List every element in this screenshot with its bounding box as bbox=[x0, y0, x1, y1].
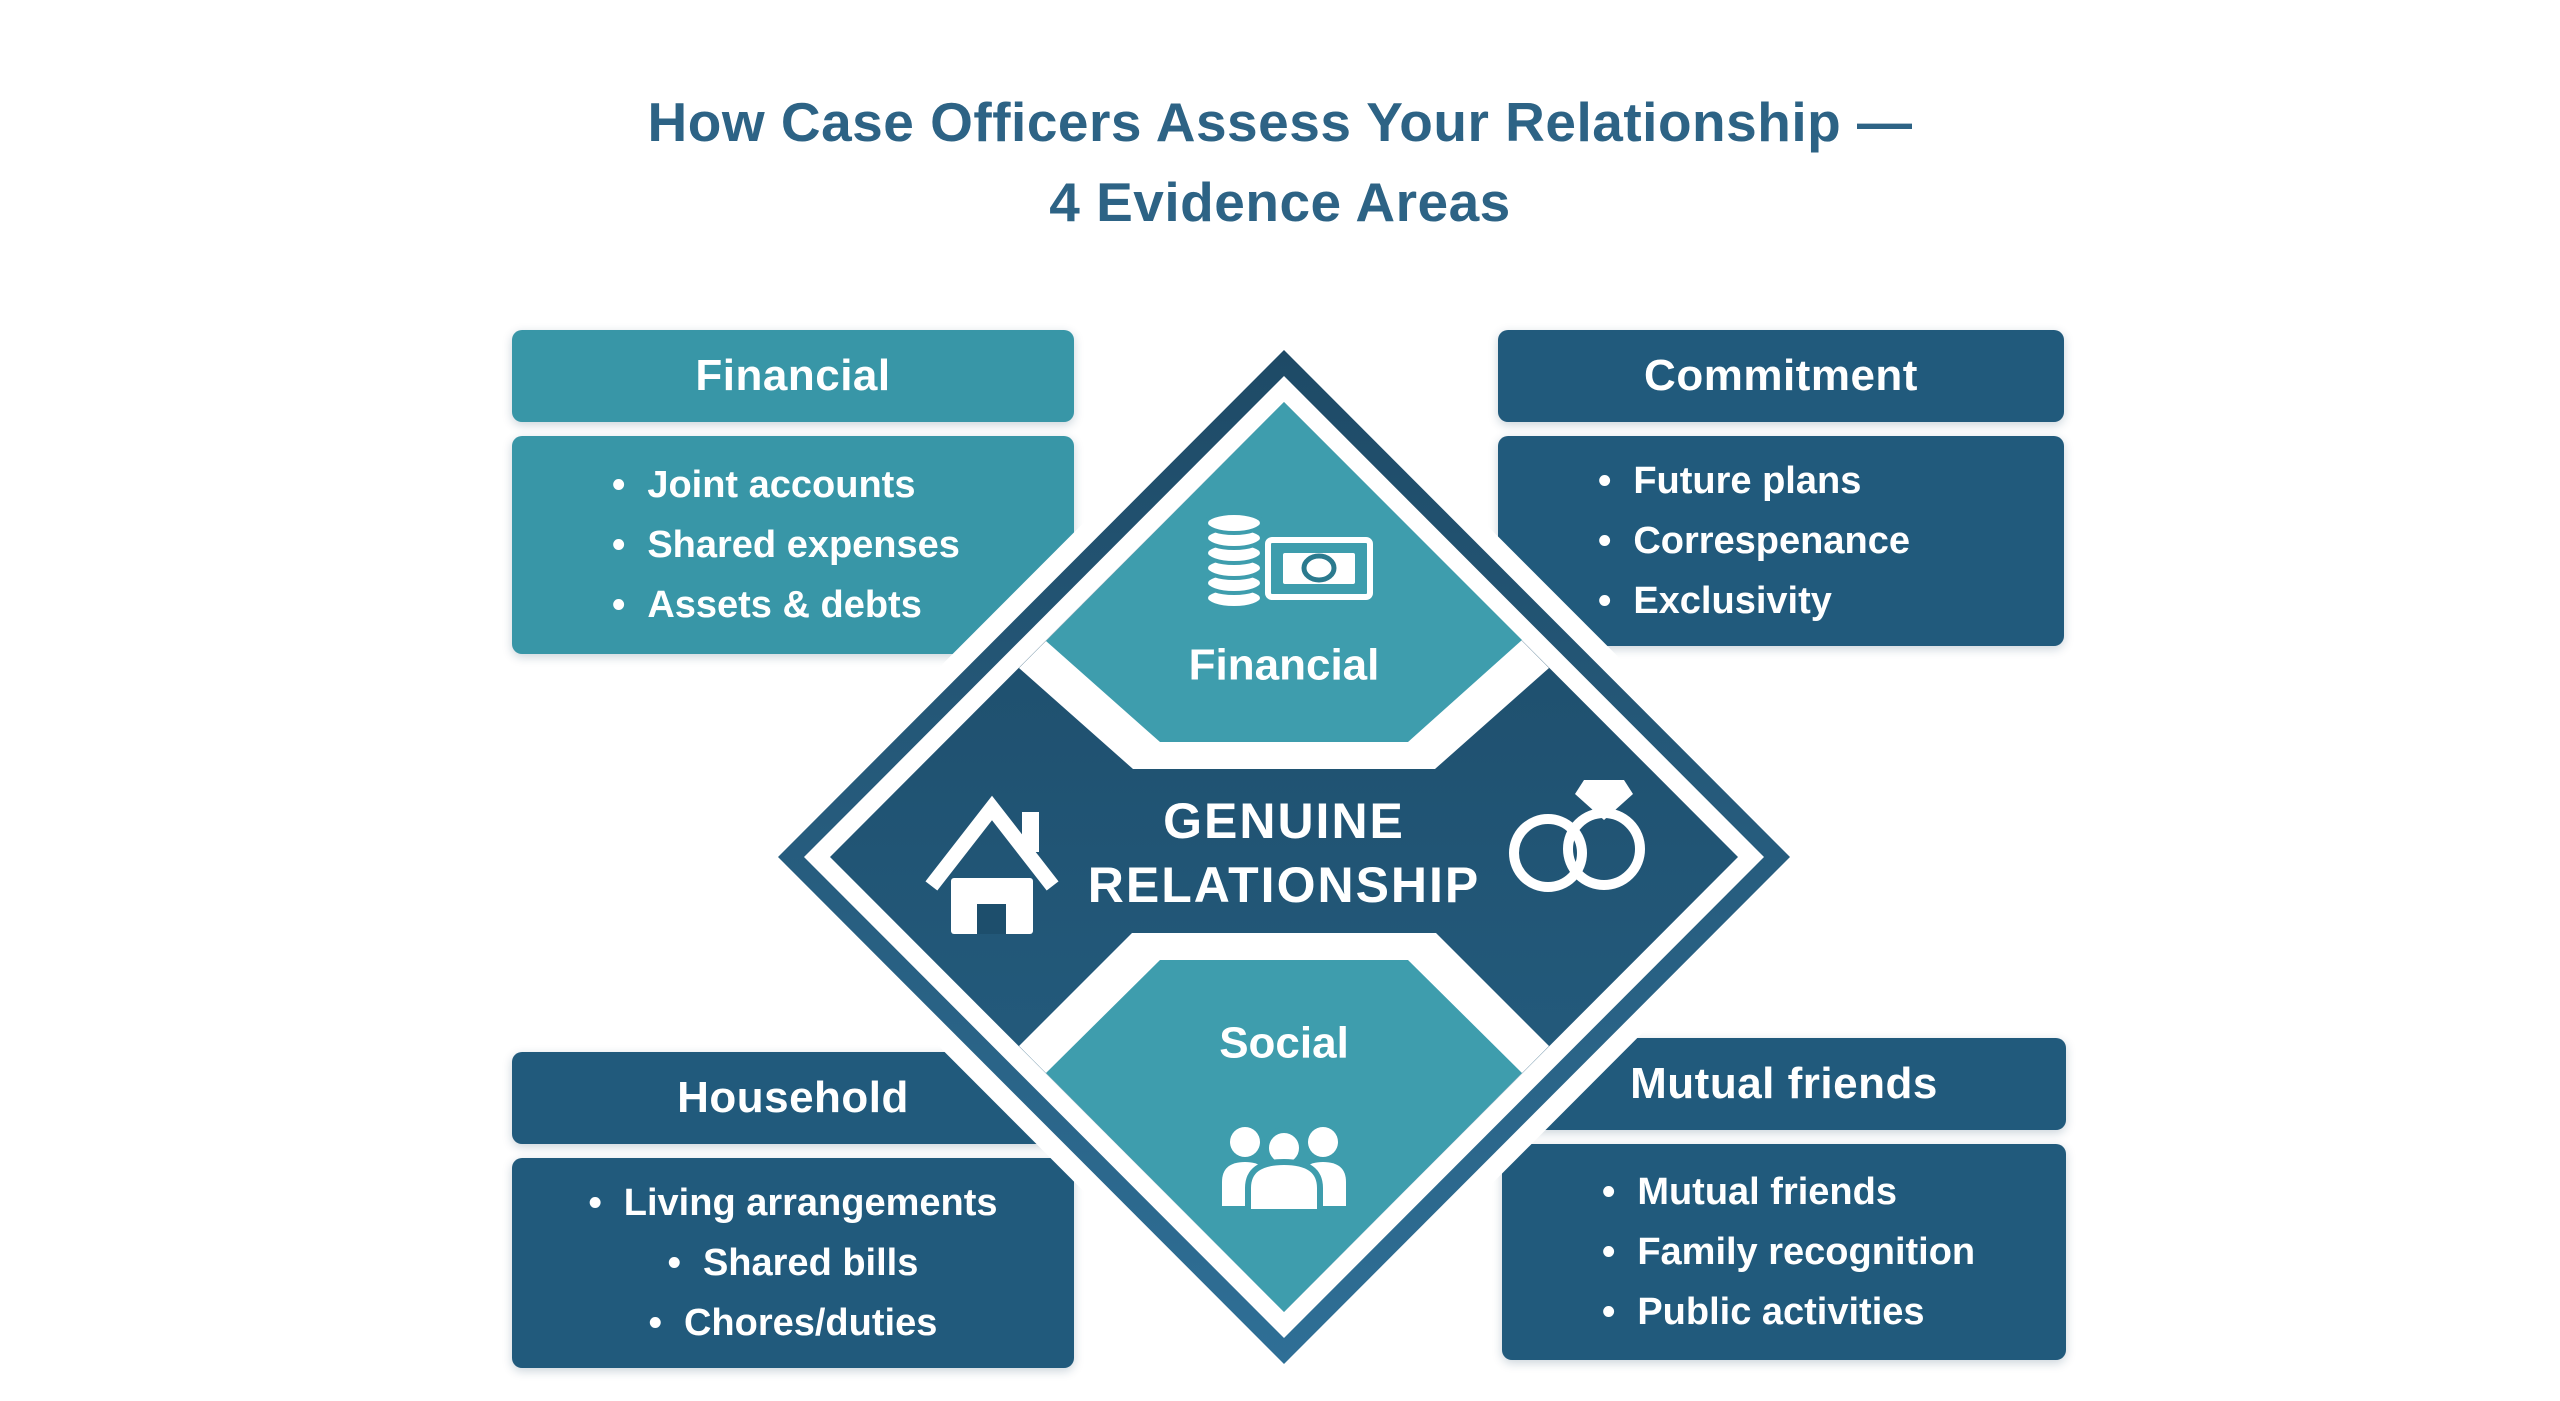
list-item-label: Future plans bbox=[1633, 459, 1862, 502]
wedding-rings-icon bbox=[1509, 780, 1645, 892]
mutual-friends-box-header: Mutual friends bbox=[1502, 1038, 2066, 1130]
list-item: • Living arrangements bbox=[512, 1182, 1074, 1225]
list-item: • Family recognition bbox=[1602, 1231, 2046, 1274]
bullet-icon: • bbox=[1598, 519, 1612, 562]
page-title: How Case Officers Assess Your Relationsh… bbox=[0, 82, 2560, 242]
commitment-box-body: • Future plans • Correspenance • Exclusivit… bbox=[1498, 436, 2064, 646]
list-item: • Shared expenses bbox=[612, 524, 1054, 567]
list-item-label: Joint accounts bbox=[647, 463, 916, 506]
bullet-icon: • bbox=[1598, 459, 1612, 502]
list-item-label: Assets & debts bbox=[647, 583, 922, 626]
bullet-icon: • bbox=[667, 1241, 681, 1284]
bullet-icon: • bbox=[612, 463, 626, 506]
commitment-box-title: Commitment bbox=[1644, 351, 1918, 400]
list-item-label: Shared expenses bbox=[647, 523, 960, 566]
list-item-label: Exclusivity bbox=[1633, 579, 1832, 622]
center-label-line1: GENUINE bbox=[1163, 793, 1405, 849]
bullet-icon: • bbox=[1602, 1230, 1616, 1273]
top-chevron-divider bbox=[1019, 402, 1549, 769]
page-title-line1: How Case Officers Assess Your Relationsh… bbox=[647, 91, 1913, 153]
list-item: • Joint accounts bbox=[612, 464, 1054, 507]
list-item-label: Living arrangements bbox=[623, 1181, 998, 1224]
bullet-icon: • bbox=[1602, 1170, 1616, 1213]
list-item: • Chores/duties bbox=[512, 1302, 1074, 1345]
list-item: • Future plans bbox=[1598, 460, 2044, 503]
household-box-header: Household bbox=[512, 1052, 1074, 1144]
bullet-icon: • bbox=[612, 583, 626, 626]
bullet-icon: • bbox=[588, 1181, 602, 1224]
center-label-line2: RELATIONSHIP bbox=[1088, 857, 1481, 913]
list-item: • Mutual friends bbox=[1602, 1171, 2046, 1214]
list-item-label: Family recognition bbox=[1637, 1230, 1976, 1273]
bullet-icon: • bbox=[1602, 1290, 1616, 1333]
list-item-label: Mutual friends bbox=[1637, 1170, 1897, 1213]
page-title-line2: 4 Evidence Areas bbox=[1049, 171, 1511, 233]
bullet-icon: • bbox=[612, 523, 626, 566]
people-group-icon bbox=[1222, 1127, 1346, 1215]
list-item: • Correspenance bbox=[1598, 520, 2044, 563]
bullet-icon: • bbox=[648, 1301, 662, 1344]
bullet-icon: • bbox=[1598, 579, 1612, 622]
list-item-label: Public activities bbox=[1637, 1290, 1925, 1333]
coins-banknote-icon bbox=[1204, 511, 1373, 610]
list-item: • Shared bills bbox=[512, 1242, 1074, 1285]
diamond-top-label: Financial bbox=[1189, 641, 1380, 690]
mutual-friends-box-body: • Mutual friends • Family recognition • Pub… bbox=[1502, 1144, 2066, 1360]
financial-box-header: Financial bbox=[512, 330, 1074, 422]
financial-box-title: Financial bbox=[695, 351, 891, 400]
list-item-label: Chores/duties bbox=[683, 1301, 938, 1344]
list-item: • Public activities bbox=[1602, 1291, 2046, 1334]
commitment-box-header: Commitment bbox=[1498, 330, 2064, 422]
list-item-label: Correspenance bbox=[1633, 519, 1910, 562]
list-item-label: Shared bills bbox=[702, 1241, 919, 1284]
diamond-top-segment bbox=[1046, 402, 1522, 742]
list-item: • Exclusivity bbox=[1598, 580, 2044, 623]
household-box-body: •Living arrangements •Shared bills •Chor… bbox=[512, 1158, 1074, 1368]
diamond-bottom-label: Social bbox=[1219, 1019, 1349, 1068]
mutual-friends-box-title: Mutual friends bbox=[1630, 1059, 1938, 1108]
household-box-title: Household bbox=[677, 1073, 909, 1122]
bottom-chevron-divider bbox=[1019, 933, 1549, 1312]
house-icon bbox=[925, 795, 1059, 934]
financial-box-body: • Joint accounts • Shared expenses • Assets… bbox=[512, 436, 1074, 654]
diamond-bottom-segment bbox=[1046, 960, 1522, 1312]
list-item: • Assets & debts bbox=[612, 584, 1054, 627]
